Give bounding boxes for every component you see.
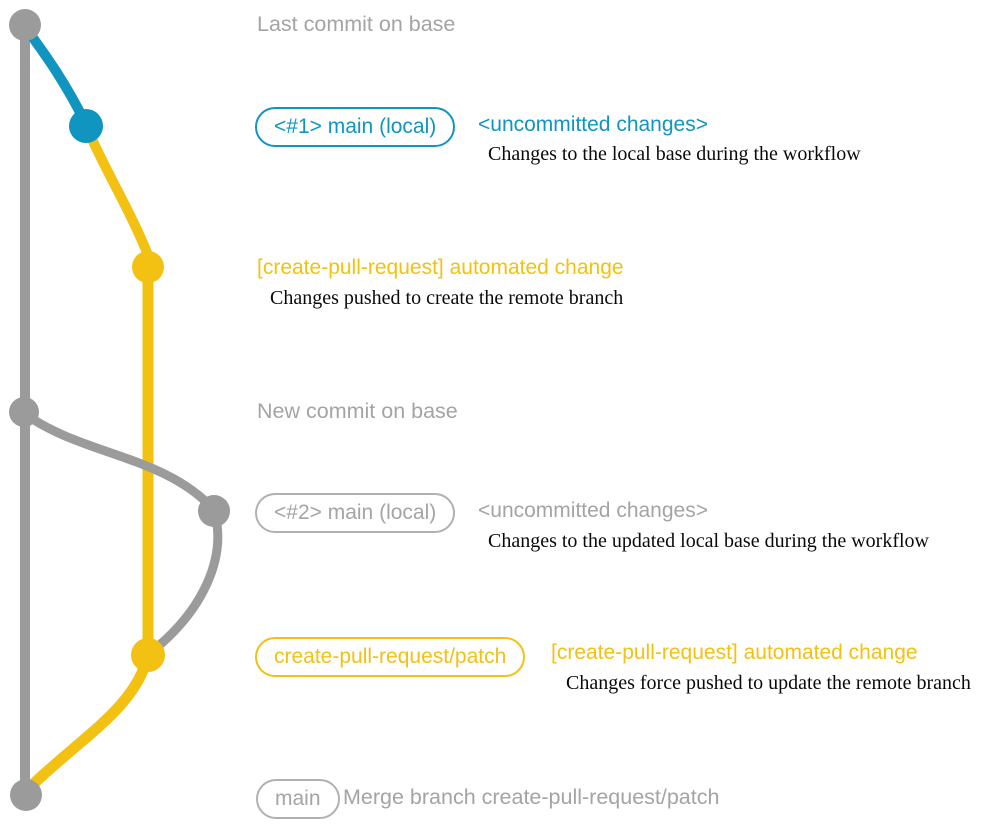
base-update-curve — [19, 408, 219, 515]
commit-dot-new-base — [9, 397, 39, 427]
commit-dot-local-1 — [69, 109, 103, 143]
commit-dot-patch-1 — [132, 251, 164, 283]
commit-dot-last-base — [9, 9, 41, 41]
patch-branch-merge-curve — [21, 649, 154, 796]
badge-main: main — [256, 779, 340, 819]
commit-dot-patch-2 — [131, 638, 165, 672]
badge-main-local-2: <#2> main (local) — [255, 493, 456, 533]
label-new-commit-on-base: New commit on base — [257, 399, 458, 423]
heading-automated-change-2: [create-pull-request] automated change — [551, 641, 918, 664]
heading-uncommitted-changes-2: <uncommitted changes> — [478, 499, 708, 522]
label-merge-message: Merge branch create-pull-request/patch — [343, 785, 720, 809]
commit-dot-merge — [10, 779, 42, 811]
badge-patch-branch: create-pull-request/patch — [255, 637, 526, 677]
base-merge-curve — [145, 505, 223, 658]
commit-dot-local-2 — [198, 495, 230, 527]
label-last-commit-on-base: Last commit on base — [257, 12, 456, 36]
local-main-branch-curve — [20, 22, 91, 129]
description-updated-local-base-changes: Changes to the updated local base during… — [488, 530, 929, 552]
git-graph — [9, 9, 230, 811]
description-local-base-changes: Changes to the local base during the wor… — [488, 143, 861, 165]
badge-main-local-1: <#1> main (local) — [255, 107, 456, 147]
description-force-push-update: Changes force pushed to update the remot… — [566, 672, 971, 694]
description-push-create: Changes pushed to create the remote bran… — [270, 287, 624, 309]
patch-branch-curve-top — [81, 121, 153, 272]
heading-automated-change-1: [create-pull-request] automated change — [257, 256, 624, 279]
heading-uncommitted-changes-1: <uncommitted changes> — [478, 113, 708, 136]
